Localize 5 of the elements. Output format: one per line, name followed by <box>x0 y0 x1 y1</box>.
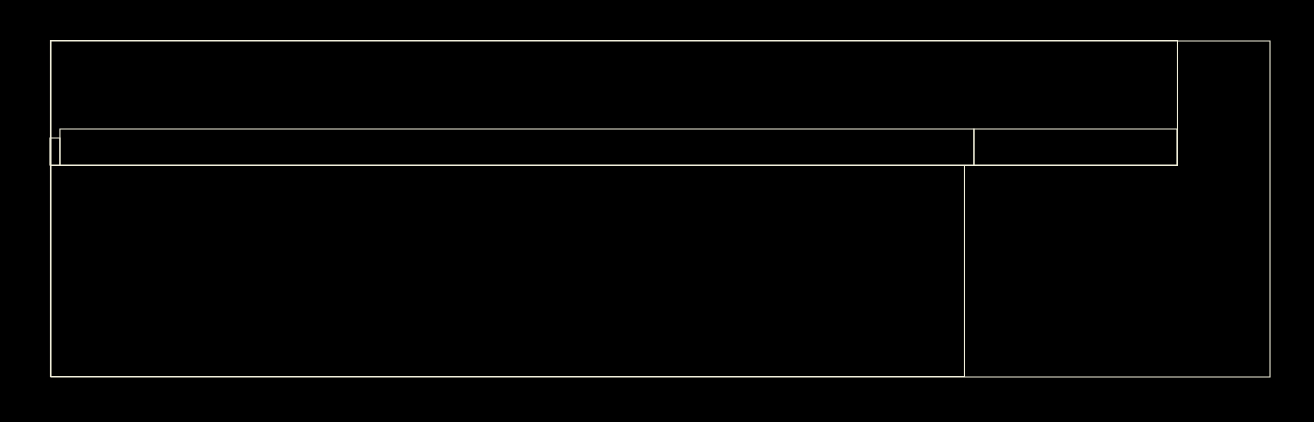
plan-box <box>59 128 975 166</box>
plan-box <box>49 164 965 377</box>
plan-box <box>973 128 1178 166</box>
plan-box <box>49 137 61 166</box>
plan-box <box>50 40 1271 378</box>
